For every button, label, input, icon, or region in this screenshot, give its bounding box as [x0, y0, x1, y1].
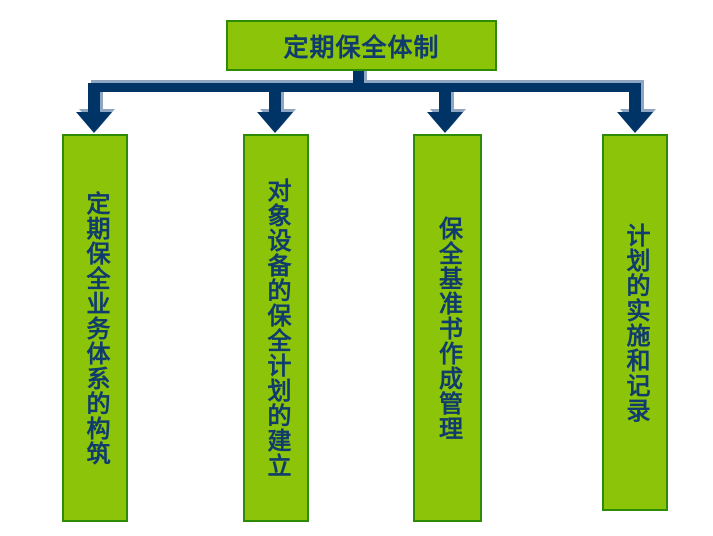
root-stub-line	[353, 69, 364, 92]
branch-node-2-label: 对象设备的保全计划的建立	[263, 178, 289, 478]
arrow-down-icon	[76, 112, 112, 133]
arrow-down-icon	[617, 112, 653, 133]
arrow-down-icon	[257, 112, 293, 133]
connector-lines	[76, 69, 653, 133]
root-node-label: 定期保全体制	[283, 34, 440, 62]
horizontal-bar-line	[88, 83, 641, 92]
branch-node-4: 计划的实施和记录	[602, 134, 668, 511]
connector-shadow	[79, 66, 656, 130]
branch-node-2: 对象设备的保全计划的建立	[243, 134, 309, 522]
branch-node-1-label: 定期保全业务体系的构筑	[82, 190, 108, 466]
branch-node-4-label: 计划的实施和记录	[622, 222, 648, 423]
root-node: 定期保全体制	[226, 20, 497, 71]
branch-node-3-label: 保全基准书作成管理	[434, 215, 461, 441]
branch-node-3: 保全基准书作成管理	[413, 134, 482, 522]
branch-node-1: 定期保全业务体系的构筑	[62, 134, 128, 522]
arrow-down-icon	[427, 112, 463, 133]
